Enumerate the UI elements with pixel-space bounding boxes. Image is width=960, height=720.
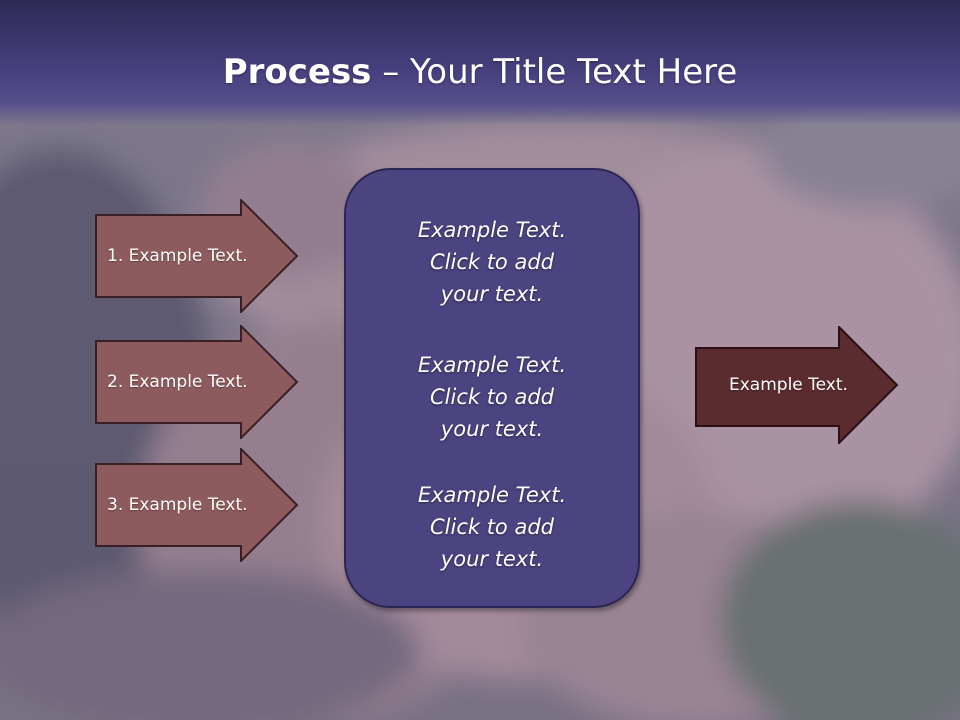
block-1-line-2: Click to add: [429, 250, 554, 274]
left-arrow-2-label: 2. Example Text.: [107, 372, 248, 392]
block-2-line-3: your text.: [440, 417, 544, 441]
block-3-line-1: Example Text.: [417, 483, 567, 507]
arrow-2-shape: [95, 325, 299, 439]
center-text-block-2[interactable]: Example Text. Click to add your text.: [346, 349, 638, 445]
title-bar: [0, 0, 960, 125]
left-arrow-3-label: 3. Example Text.: [107, 495, 248, 515]
right-arrow-label: Example Text.: [729, 375, 848, 395]
block-2-line-2: Click to add: [429, 385, 554, 409]
block-2-line-1: Example Text.: [417, 353, 567, 377]
center-text-box[interactable]: Example Text. Click to add your text. Ex…: [344, 168, 640, 608]
left-arrow-1-label: 1. Example Text.: [107, 246, 248, 266]
block-1-line-1: Example Text.: [417, 218, 567, 242]
center-text-block-3[interactable]: Example Text. Click to add your text.: [346, 479, 638, 575]
block-1-line-3: your text.: [440, 282, 544, 306]
arrow-3-shape: [95, 448, 299, 562]
slide-title: Process – Your Title Text Here: [0, 52, 960, 92]
right-arrow-shape: [695, 326, 899, 444]
left-arrow-1[interactable]: 1. Example Text.: [95, 199, 299, 313]
arrow-1-shape: [95, 199, 299, 313]
center-text-block-1[interactable]: Example Text. Click to add your text.: [346, 214, 638, 310]
left-arrow-2[interactable]: 2. Example Text.: [95, 325, 299, 439]
slide-title-bold: Process: [222, 52, 372, 92]
slide-title-rest: – Your Title Text Here: [371, 52, 738, 92]
left-arrow-3[interactable]: 3. Example Text.: [95, 448, 299, 562]
right-arrow[interactable]: Example Text.: [695, 326, 899, 444]
block-3-line-3: your text.: [440, 547, 544, 571]
block-3-line-2: Click to add: [429, 515, 554, 539]
